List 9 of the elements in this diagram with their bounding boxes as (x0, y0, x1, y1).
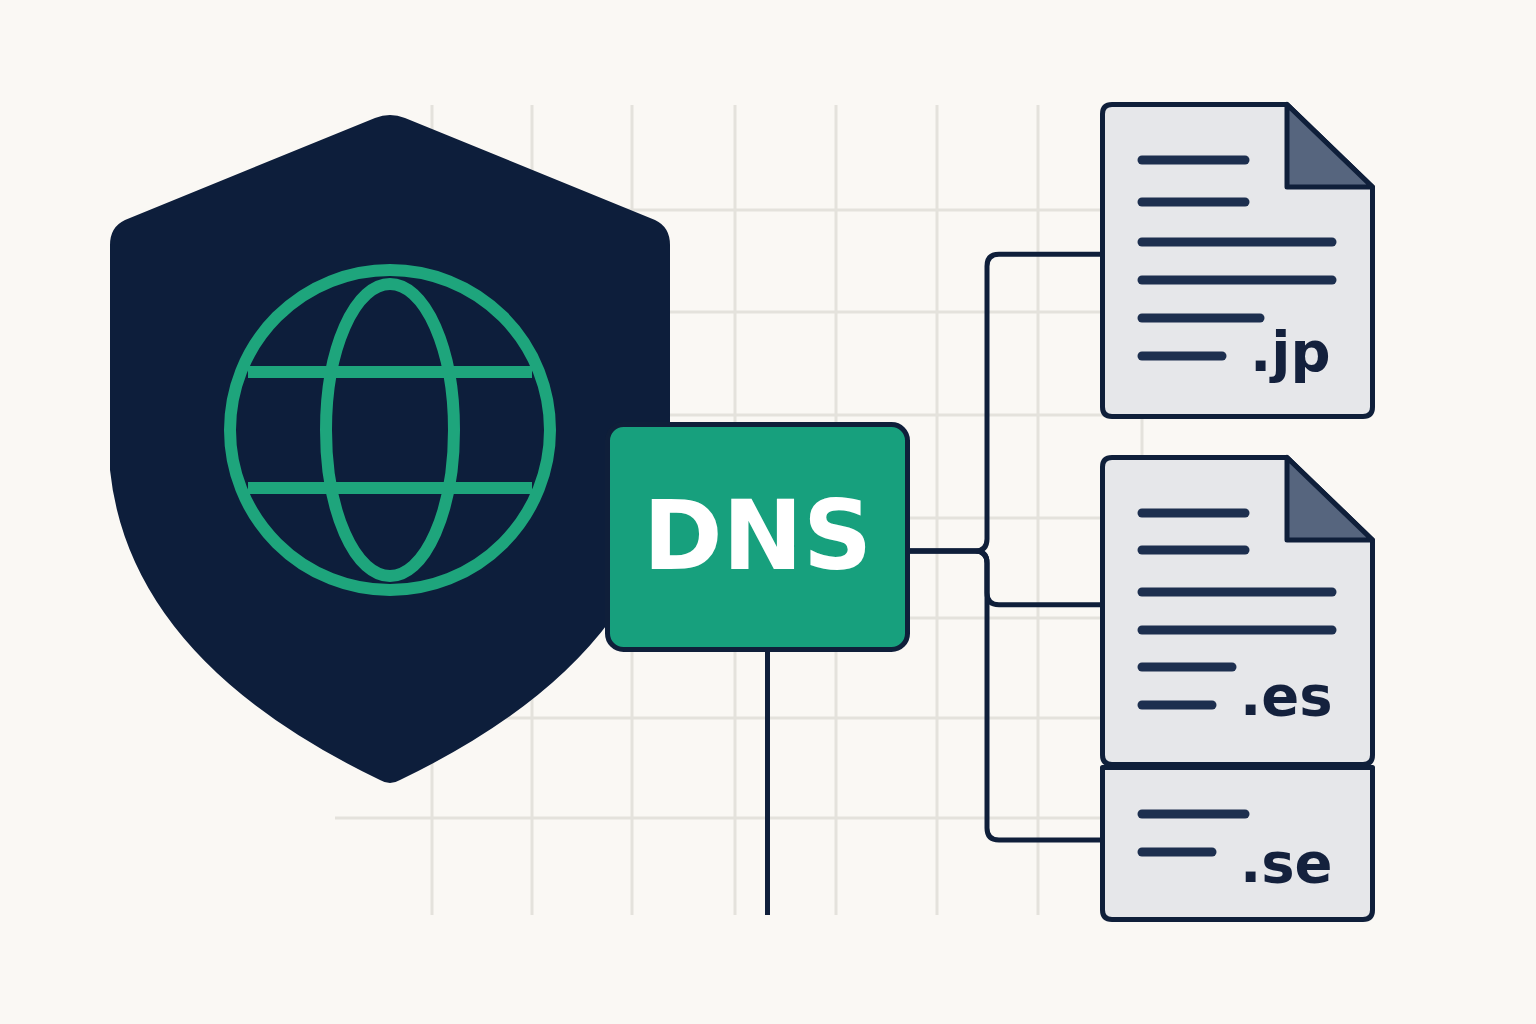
dns-label: DNS (641, 488, 874, 584)
document (1100, 102, 1375, 419)
document (1100, 765, 1375, 922)
document (1100, 455, 1375, 767)
domain-label: .se (1240, 835, 1333, 891)
domain-label: .es (1240, 668, 1333, 724)
connector-line (765, 652, 770, 915)
connector-line (910, 548, 1100, 843)
dns-box (605, 422, 910, 652)
